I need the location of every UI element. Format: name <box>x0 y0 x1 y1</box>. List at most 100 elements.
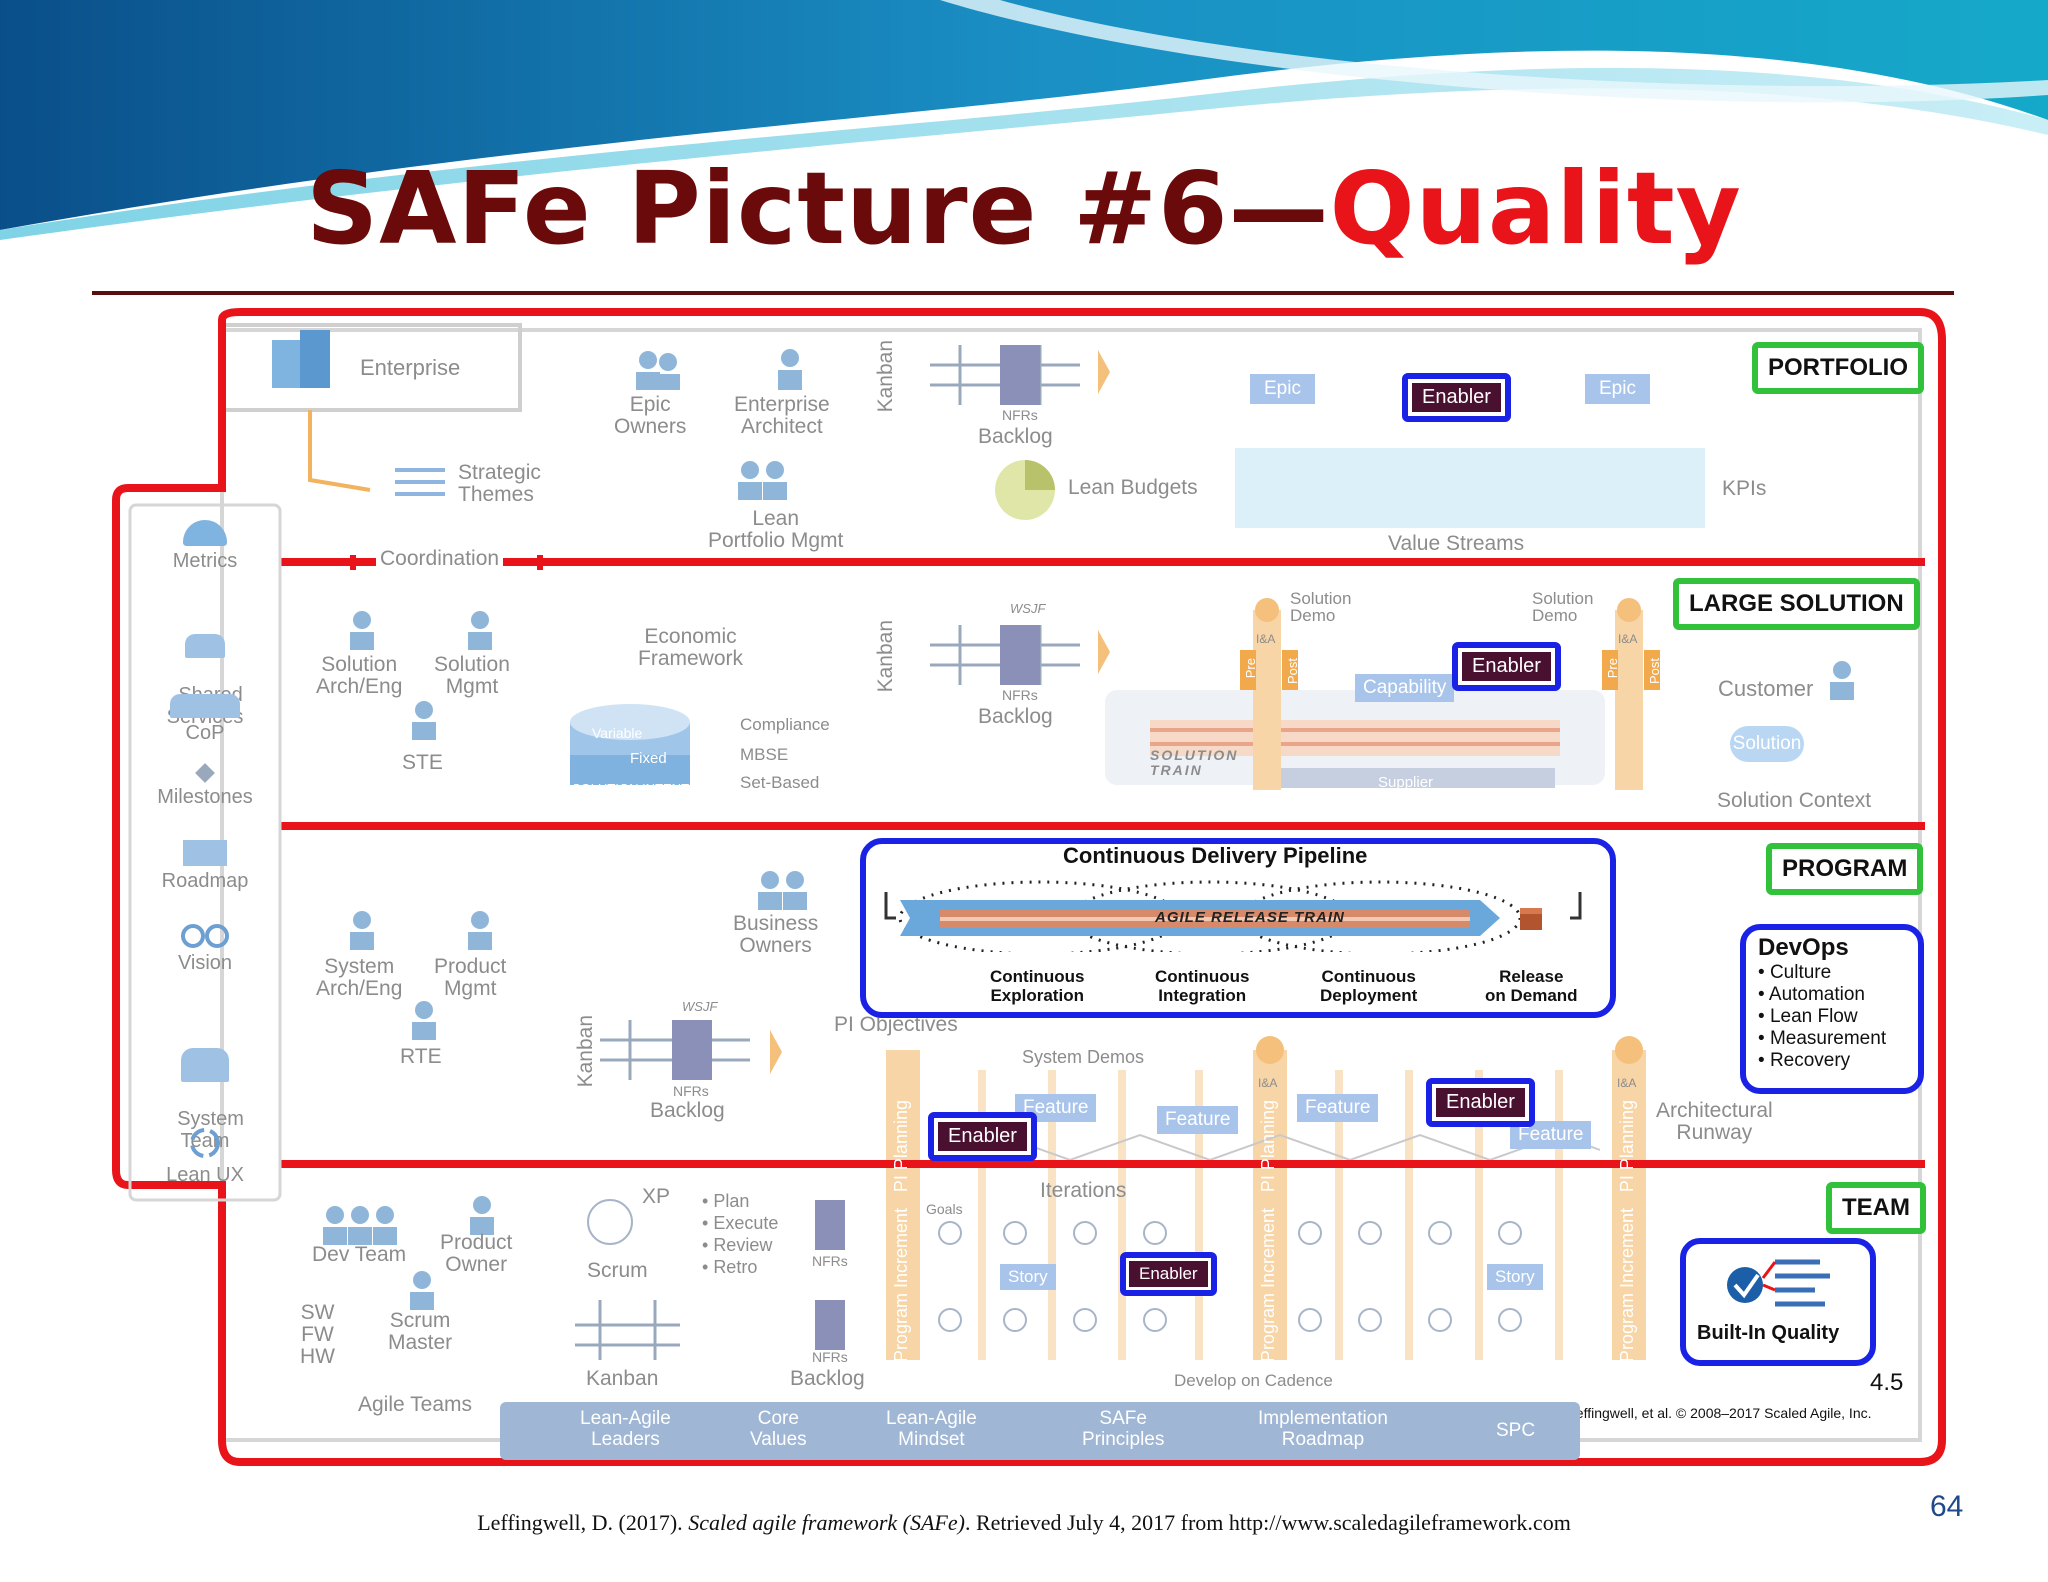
foundation-lean-agile-leaders: Lean-Agile Leaders <box>580 1408 671 1450</box>
system-team-icon <box>181 1048 229 1082</box>
dev-team-label: Dev Team <box>312 1244 406 1266</box>
program-enabler-2-text: Enabler <box>1436 1088 1525 1117</box>
cop-icon <box>170 694 240 718</box>
portfolio-enabler: Enabler <box>1402 373 1511 422</box>
solution-pre-2: Pre <box>1602 658 1624 678</box>
ste-label: STE <box>402 752 443 774</box>
built-in-quality-icon <box>1727 1262 1837 1312</box>
foundation-lean-agile-mindset: Lean-Agile Mindset <box>886 1408 977 1450</box>
capability-card: Capability <box>1355 674 1454 702</box>
program-increment-1: Program Increment <box>891 1208 912 1362</box>
sidebar-item-vision: Vision <box>140 924 270 974</box>
scrum-step-label: Review <box>713 1235 772 1255</box>
solution-demo-2-label: Solution Demo <box>1532 590 1593 624</box>
roadmap-map-icon <box>183 840 227 866</box>
agile-teams-label: Agile Teams <box>358 1394 472 1416</box>
scrum-steps: • Plan • Execute • Review • Retro <box>702 1190 778 1278</box>
team-enabler: Enabler <box>1120 1252 1217 1296</box>
solution-post-2: Post <box>1644 658 1666 684</box>
cdp-stage-exploration: Continuous Exploration <box>990 967 1084 1005</box>
team-nfrs-label-1: NFRs <box>812 1250 848 1272</box>
sidebar-item-label: Vision <box>178 952 232 974</box>
metrics-icon <box>183 520 227 546</box>
solution-wsjf-label: WSJF <box>1010 598 1045 620</box>
program-increment-2: Program Increment <box>1258 1208 1279 1362</box>
solution-demo-1-label: Solution Demo <box>1290 590 1351 624</box>
team-backlog-label: Backlog <box>790 1368 865 1390</box>
system-demos-label: System Demos <box>1022 1046 1144 1068</box>
sidebar-item-milestones: Milestones <box>140 766 270 808</box>
foundation-core-values: Core Values <box>750 1408 807 1450</box>
devops-item-label: Automation <box>1769 984 1865 1005</box>
devops-item-label: Measurement <box>1770 1028 1886 1049</box>
scrum-label: Scrum <box>587 1260 648 1282</box>
iterations-label: Iterations <box>1040 1180 1126 1202</box>
team-nfrs-label-2: NFRs <box>812 1346 848 1368</box>
agile-release-train-label: AGILE RELEASE TRAIN <box>1155 907 1345 929</box>
devops-item-label: Lean Flow <box>1770 1006 1858 1027</box>
coordination-label: Coordination <box>376 548 503 570</box>
devops-title: DevOps <box>1758 934 1886 962</box>
program-enabler-1-text: Enabler <box>938 1122 1027 1151</box>
sidebar-item-label: Roadmap <box>162 870 249 892</box>
team-kanban-label: Kanban <box>586 1368 658 1390</box>
cdp-stage-integration: Continuous Integration <box>1155 967 1249 1005</box>
level-tag-program: PROGRAM <box>1766 843 1923 895</box>
program-kanban-label: Kanban <box>575 1015 597 1087</box>
solution-pre-1: Pre <box>1240 658 1262 678</box>
pi-planning-1: PI Planning <box>891 1100 912 1192</box>
solution-backlog-label: Backlog <box>978 706 1053 728</box>
set-based-label: Set-Based <box>740 772 819 794</box>
devops-item: • Lean Flow <box>1758 1006 1886 1028</box>
foundation-spc: SPC <box>1496 1420 1535 1441</box>
solution-mgmt-label: Solution Mgmt <box>434 654 510 698</box>
program-enabler-1: Enabler <box>928 1112 1037 1161</box>
program-product-mgmt-label: Product Mgmt <box>434 956 506 1000</box>
level-tag-large-solution: LARGE SOLUTION <box>1673 578 1920 630</box>
team-story-1: Story <box>1000 1264 1056 1290</box>
architectural-runway-label: Architectural Runway <box>1656 1100 1773 1144</box>
solution-bubble: Solution <box>1730 726 1804 762</box>
sidebar-item-roadmap: Roadmap <box>140 840 270 892</box>
devops-item: • Culture <box>1758 962 1886 984</box>
lean-budgets-label: Lean Budgets <box>1068 477 1198 499</box>
large-solution-enabler: Enabler <box>1452 642 1561 691</box>
system-arch-label: System Arch/Eng <box>316 956 402 1000</box>
devops-item: • Automation <box>1758 984 1886 1006</box>
binoculars-icon <box>181 924 229 948</box>
portfolio-enabler-text: Enabler <box>1412 383 1501 412</box>
sw-fw-hw-label: SW FW HW <box>300 1302 335 1368</box>
scrum-step-label: Plan <box>713 1191 749 1211</box>
cdp-stage-release: Release on Demand <box>1485 967 1578 1005</box>
copyright-label: Leffingwell, et al. © 2008–2017 Scaled A… <box>1568 1402 1872 1424</box>
scrum-step: • Retro <box>702 1256 778 1278</box>
sidebar-item-label: Milestones <box>157 786 253 808</box>
program-backlog-label: Backlog <box>650 1100 725 1122</box>
level-tag-team: TEAM <box>1826 1182 1926 1234</box>
economic-framework-label: Economic Framework <box>638 626 743 670</box>
built-in-quality-label: Built-In Quality <box>1697 1322 1839 1344</box>
devops-item-label: Culture <box>1770 962 1831 983</box>
program-feature-2: Feature <box>1157 1106 1238 1134</box>
product-owner-label: Product Owner <box>440 1232 512 1276</box>
team-story-2: Story <box>1487 1264 1543 1290</box>
pi-planning-3: PI Planning <box>1617 1100 1638 1192</box>
program-increment-3: Program Increment <box>1617 1208 1638 1362</box>
goals-label: Goals <box>926 1198 963 1220</box>
sidebar-item-lean-ux: Lean UX <box>140 1126 270 1186</box>
supplier-label: Supplier <box>1378 772 1433 794</box>
solution-nfrs-label: NFRs <box>1002 684 1038 706</box>
strategic-themes-label: Strategic Themes <box>458 462 541 506</box>
enterprise-label: Enterprise <box>360 357 460 379</box>
sidebar-item-cop: CoP <box>140 694 270 744</box>
program-enabler-2: Enabler <box>1426 1078 1535 1127</box>
portfolio-epic-2: Epic <box>1585 374 1650 404</box>
sidebar-item-label: Lean UX <box>166 1164 244 1186</box>
devops-item-label: Recovery <box>1770 1050 1850 1071</box>
solution-intent-variable: Variable <box>592 722 642 744</box>
solution-arch-label: Solution Arch/Eng <box>316 654 402 698</box>
citation: Leffingwell, D. (2017). Scaled agile fra… <box>0 1510 2048 1536</box>
citation-italic: Scaled agile framework (SAFe) <box>688 1510 965 1535</box>
cdp-stage-deployment: Continuous Deployment <box>1320 967 1417 1005</box>
solution-ia-2: I&A <box>1618 628 1637 650</box>
